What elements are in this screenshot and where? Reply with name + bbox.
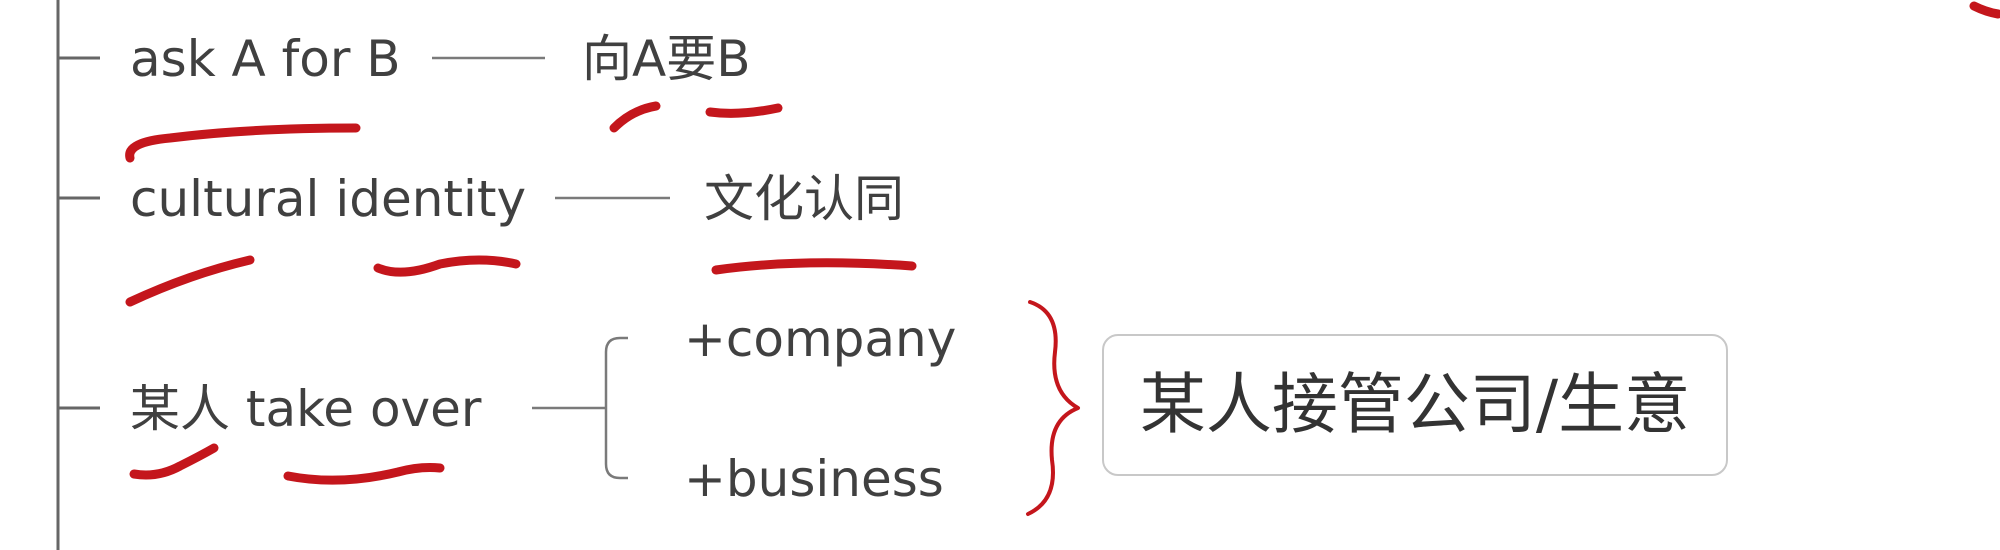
underline-yao-b [705,103,783,118]
meaning-cultural-identity: 文化认同 [704,170,904,228]
term-take-over: 某人 take over [130,380,482,438]
meaning-ask-a-for-b: 向A要B [582,30,751,88]
underline-ask [125,123,361,163]
underline-cultural [125,255,255,307]
edge-ink-mark [1969,1,2000,19]
underline-wenhua [711,258,917,275]
red-brace [1026,300,1080,516]
branch-company: +company [684,310,957,368]
underline-mouren [129,443,219,480]
underline-identity [373,255,521,277]
summary-text: 某人接管公司/生意 [1139,366,1691,443]
term-ask-a-for-b: ask A for B [130,30,401,88]
summary-box: 某人接管公司/生意 [1102,334,1728,476]
underline-xiang [609,101,661,133]
branch-business: +business [684,450,944,508]
underline-take-over [283,463,445,485]
term-cultural-identity: cultural identity [130,170,527,228]
take-over-bracket [604,336,628,480]
